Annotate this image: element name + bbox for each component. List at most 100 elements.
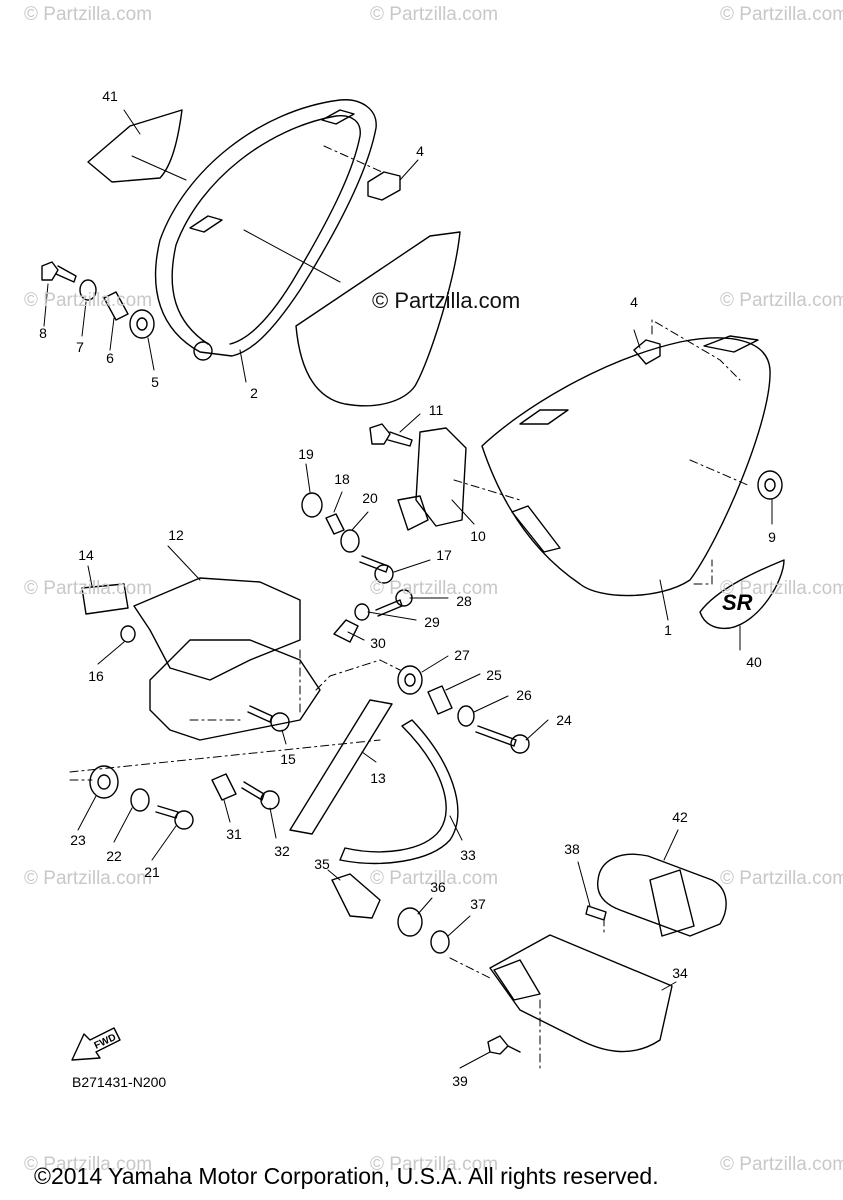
watermark: © Partzilla.com	[24, 1154, 153, 1175]
callout-37: 37	[470, 896, 486, 912]
callout-29: 29	[424, 614, 440, 630]
callout-24: 24	[556, 712, 572, 728]
watermark: © Partzilla.com	[720, 868, 843, 889]
tool-case-34	[489, 934, 673, 1053]
plate-13	[289, 699, 393, 835]
watermark: © Partzilla.com	[24, 4, 153, 25]
svg-text:FWD: FWD	[93, 1032, 118, 1052]
clip-4-right	[633, 339, 661, 365]
callout-42: 42	[672, 809, 688, 825]
callout-10: 10	[470, 528, 486, 544]
callout-18: 18	[334, 471, 350, 487]
grommet-27	[397, 665, 423, 695]
watermark: © Partzilla.com	[720, 1154, 843, 1175]
callout-27: 27	[454, 647, 470, 663]
callout-15: 15	[280, 751, 296, 767]
callout-6: 6	[106, 350, 114, 366]
callout-5: 5	[151, 374, 159, 390]
grommet-30	[333, 619, 359, 643]
watermark: © Partzilla.com	[370, 4, 499, 25]
right-side-cover	[481, 335, 771, 597]
watermark: © Partzilla.com	[24, 868, 153, 889]
bolt-32	[241, 781, 280, 810]
collar-6	[103, 291, 129, 321]
watermark: © Partzilla.com	[370, 578, 499, 599]
leader-lines	[43, 109, 773, 1071]
callout-17: 17	[436, 547, 452, 563]
grommet-23	[89, 765, 119, 799]
bolt-21	[155, 805, 194, 830]
callout-26: 26	[516, 687, 532, 703]
tool-bag-42	[597, 853, 727, 937]
collar-18	[325, 513, 345, 535]
battery-box-bracket	[149, 639, 321, 741]
callout-39: 39	[452, 1073, 468, 1089]
callout-32: 32	[274, 843, 290, 859]
relay-35	[331, 873, 381, 919]
watermark: © Partzilla.com	[24, 290, 153, 311]
callout-34: 34	[672, 965, 688, 981]
fwd-arrow-icon: FWD	[71, 1027, 121, 1061]
callout-23: 23	[70, 832, 86, 848]
band-33	[339, 719, 459, 865]
callout-21: 21	[144, 864, 160, 880]
callout-8: 8	[39, 325, 47, 341]
callout-9: 9	[768, 529, 776, 545]
bolt-24	[475, 725, 530, 754]
callout-22: 22	[106, 848, 122, 864]
bracket-12	[133, 577, 301, 681]
clip-31	[211, 773, 237, 801]
washer-26	[457, 705, 475, 727]
watermark: © Partzilla.com	[24, 578, 153, 599]
callout-40: 40	[746, 654, 762, 670]
callout-1: 1	[664, 622, 672, 638]
bolt-17	[359, 555, 394, 584]
watermark: © Partzilla.com	[370, 1154, 499, 1175]
left-side-cover	[154, 99, 377, 361]
fitting-38	[585, 905, 607, 921]
washer-22	[130, 788, 150, 812]
bolt-39	[487, 1035, 521, 1055]
callout-4: 4	[630, 294, 638, 310]
callout-14: 14	[78, 547, 94, 563]
washer-7	[79, 279, 97, 301]
callout-4: 4	[416, 143, 424, 159]
lock-bracket-10	[397, 427, 467, 531]
callout-41: 41	[102, 88, 118, 104]
callout-16: 16	[88, 668, 104, 684]
callout-28: 28	[456, 593, 472, 609]
callout-33: 33	[460, 847, 476, 863]
washer-37	[430, 930, 450, 954]
callout-30: 30	[370, 635, 386, 651]
decal-41	[87, 109, 183, 183]
diagram-reference-code: B271431-N200	[72, 1074, 167, 1090]
svg-text:SR: SR	[722, 590, 753, 615]
callout-38: 38	[564, 841, 580, 857]
watermark: © Partzilla.com	[720, 290, 843, 311]
clip-4-left	[367, 171, 401, 201]
bolt-15	[247, 705, 290, 732]
callout-35: 35	[314, 856, 330, 872]
center-watermark: © Partzilla.com	[372, 288, 521, 313]
emblem-40: SR	[699, 559, 785, 630]
grommet-5	[129, 309, 155, 339]
callout-36: 36	[430, 879, 446, 895]
grommet-19	[301, 492, 323, 518]
bolt-11	[369, 423, 413, 447]
watermark: © Partzilla.com	[720, 578, 843, 599]
washer-29	[354, 603, 370, 621]
grommet-9	[757, 470, 783, 500]
washer-20	[340, 529, 360, 553]
callout-12: 12	[168, 527, 184, 543]
callout-31: 31	[226, 826, 242, 842]
left-side-panel-insert	[295, 231, 461, 407]
callout-13: 13	[370, 770, 386, 786]
callout-2: 2	[250, 385, 258, 401]
watermark: © Partzilla.com	[720, 4, 843, 25]
pad-14	[81, 583, 129, 615]
watermark: © Partzilla.com	[370, 868, 499, 889]
copyright-notice: ©2014 Yamaha Motor Corporation, U.S.A. A…	[34, 1163, 659, 1189]
callout-7: 7	[76, 339, 84, 355]
grommet-16	[120, 625, 136, 643]
